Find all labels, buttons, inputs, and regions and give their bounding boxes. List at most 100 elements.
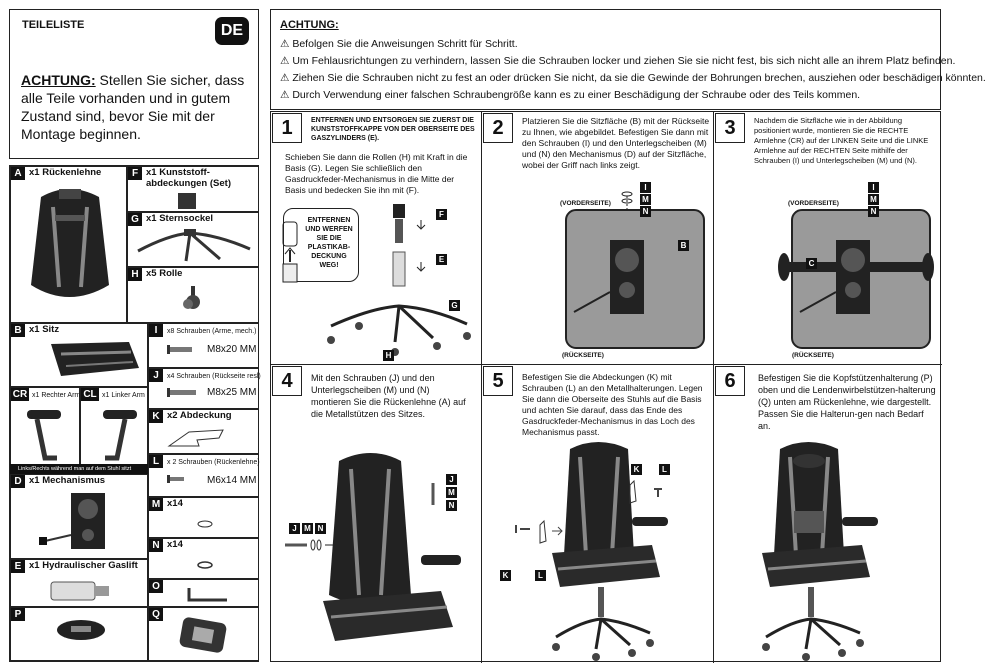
part-a-backrest: A x1 Rückenlehne [10, 166, 127, 323]
step-6: 6 Befestigen Sie die Kopfstützenhalterun… [714, 365, 942, 663]
part-label: x1 Rechter Arm [32, 392, 81, 399]
parts-warning-label: ACHTUNG: [21, 72, 96, 88]
mechanism-illustration [39, 493, 105, 549]
step-number: 5 [483, 366, 513, 396]
part-label: x1 Hydraulischer Gaslift [29, 560, 138, 571]
part-letter: Q [149, 608, 163, 621]
part-e-gaslift: E x1 Hydraulischer Gaslift [10, 559, 148, 607]
part-tag-f: F [436, 209, 447, 220]
part-tag-k: K [500, 570, 511, 581]
part-tag-m: M [640, 194, 651, 205]
part-letter: H [128, 268, 142, 281]
part-letter: L [149, 455, 163, 468]
warning-triangle-icon: ⚠ [280, 89, 293, 101]
warning-triangle-icon: ⚠ [280, 38, 293, 50]
front-label: (VORDERSEITE) [788, 200, 839, 207]
warning-triangle-icon: ⚠ [280, 55, 293, 67]
part-tag-n: N [315, 523, 326, 534]
allen-key-icon [187, 588, 227, 602]
part-f-covers: F x1 Kunststoff- abdeckungen (Set) [127, 166, 259, 212]
part-g-base: G x1 Sternsockel [127, 212, 259, 267]
part-tag-h: H [383, 350, 394, 361]
part-label: x14 [167, 498, 183, 509]
assembly-steps: 1 ENTFERNEN UND ENTSORGEN SIE ZUERST DIE… [270, 111, 942, 663]
step-instruction-bold: ENTFERNEN UND ENTSORGEN SIE ZUERST DIE K… [311, 117, 475, 142]
part-letter: I [149, 324, 163, 337]
part-i-screws: I x8 Schrauben (Arme, mech.) M8x20 MM [148, 323, 259, 368]
step-instruction: Befestigen Sie die Kopfstützenhalterung … [758, 373, 936, 431]
part-label: x5 Rolle [146, 268, 183, 279]
part-tag-n: N [868, 206, 879, 217]
part-cl-left-arm: CL x1 Linker Arm [80, 387, 148, 474]
step-number: 3 [715, 113, 745, 143]
step-3: 3 Nachdem die Sitzfläche wie in der Abbi… [714, 112, 942, 365]
part-letter: A [11, 167, 25, 180]
warning-line: ⚠ Ziehen Sie die Schrauben nicht zu fest… [280, 72, 986, 84]
left-arm-illustration [103, 410, 137, 461]
covers-illustration [178, 193, 196, 209]
washer-icon [197, 520, 213, 528]
step-instruction: Mit den Schrauben (J) und den Unterlegsc… [311, 373, 466, 419]
part-label: x4 Schrauben (Rückseite resl) [167, 373, 261, 380]
remove-cap-callout-text: ENTFERNEN UND WERFEN SIE DIE PLASTIKAB-D… [305, 217, 353, 269]
part-tag-j: J [289, 523, 300, 534]
part-label: x1 Rückenlehne [29, 167, 102, 178]
step-instruction: Platzieren Sie die Sitzfläche (B) mit de… [522, 116, 710, 170]
part-b-seat: B x1 Sitz [10, 323, 148, 387]
part-k-cover: K x2 Abdeckung [148, 409, 259, 454]
back-label: (RÜCKSEITE) [792, 352, 834, 359]
part-letter: M [149, 498, 163, 511]
parts-grid: A x1 Rückenlehne F x1 Kunststoff- abdeck… [9, 165, 261, 662]
part-tag-m: M [446, 487, 457, 498]
screw-size: M6x14 MM [207, 475, 257, 486]
part-tag-i: I [868, 182, 879, 193]
part-label: x2 Abdeckung [167, 410, 232, 421]
assembly-warning: ACHTUNG: ⚠ Befolgen Sie die Anweisungen … [270, 9, 986, 110]
cover-bracket-illustration [167, 429, 224, 447]
lock-washer-icon [197, 561, 213, 569]
step-instruction: Befestigen Sie die Abdeckungen (K) mit S… [522, 372, 703, 437]
part-letter: B [11, 324, 25, 337]
part-letter: G [128, 213, 142, 226]
star-base-illustration [137, 229, 251, 262]
step4-illustration [285, 453, 461, 641]
part-tag-m: M [868, 194, 879, 205]
front-label: (VORDERSEITE) [560, 200, 611, 207]
part-letter: O [149, 580, 163, 593]
headrest-pillow-illustration [57, 620, 105, 640]
part-h-caster: H x5 Rolle [127, 267, 259, 323]
part-tag-b: B [678, 240, 689, 251]
part-label: x1 Mechanismus [29, 475, 106, 486]
screw-m8x25-icon [167, 388, 196, 397]
part-letter: F [128, 167, 142, 180]
seat-illustration [51, 342, 139, 376]
part-l-screws: L x 2 Schrauben (Rückenlehne) M6x14 MM [148, 454, 260, 497]
part-tag-k: K [631, 464, 642, 475]
part-tag-g: G [449, 300, 460, 311]
warning-line: ⚠ Befolgen Sie die Anweisungen Schritt f… [280, 38, 518, 50]
step-number: 6 [715, 366, 745, 396]
step2-illustration [565, 191, 705, 349]
parts-list-header: TEILELISTE DE ACHTUNG: Stellen Sie siche… [9, 9, 259, 159]
part-letter: CR [11, 388, 29, 401]
part-q-lumbar: Q [148, 607, 259, 661]
step-5: 5 Befestigen Sie die Abdeckungen (K) mit… [482, 365, 714, 663]
part-letter: CL [81, 388, 99, 401]
warning-line: ⚠ Um Fehlausrichtungen zu verhindern, la… [280, 55, 956, 67]
part-letter: P [11, 608, 25, 621]
parts-warning-text: Stellen Sie sicher, dass alle Teile vorh… [21, 72, 245, 142]
step-instruction: Schieben Sie dann die Rollen (H) mit Kra… [285, 152, 468, 195]
part-letter: D [11, 475, 25, 488]
screw-size: M8x25 MM [207, 387, 257, 398]
warning-title: ACHTUNG: [280, 19, 339, 31]
parts-list-title: TEILELISTE [22, 19, 85, 31]
step-1: 1 ENTFERNEN UND ENTSORGEN SIE ZUERST DIE… [271, 112, 482, 365]
part-tag-n: N [640, 206, 651, 217]
part-label: x1 Kunststoff- abdeckungen (Set) [146, 167, 231, 189]
step-instruction: Nachdem die Sitzfläche wie in der Abbild… [754, 116, 929, 165]
part-cr-right-arm: CR x1 Rechter Arm [10, 387, 80, 474]
part-label: x1 Sitz [29, 324, 60, 335]
part-letter: N [149, 539, 163, 552]
part-tag-m: M [302, 523, 313, 534]
step-4: 4 Mit den Schrauben (J) und den Unterleg… [271, 365, 482, 663]
